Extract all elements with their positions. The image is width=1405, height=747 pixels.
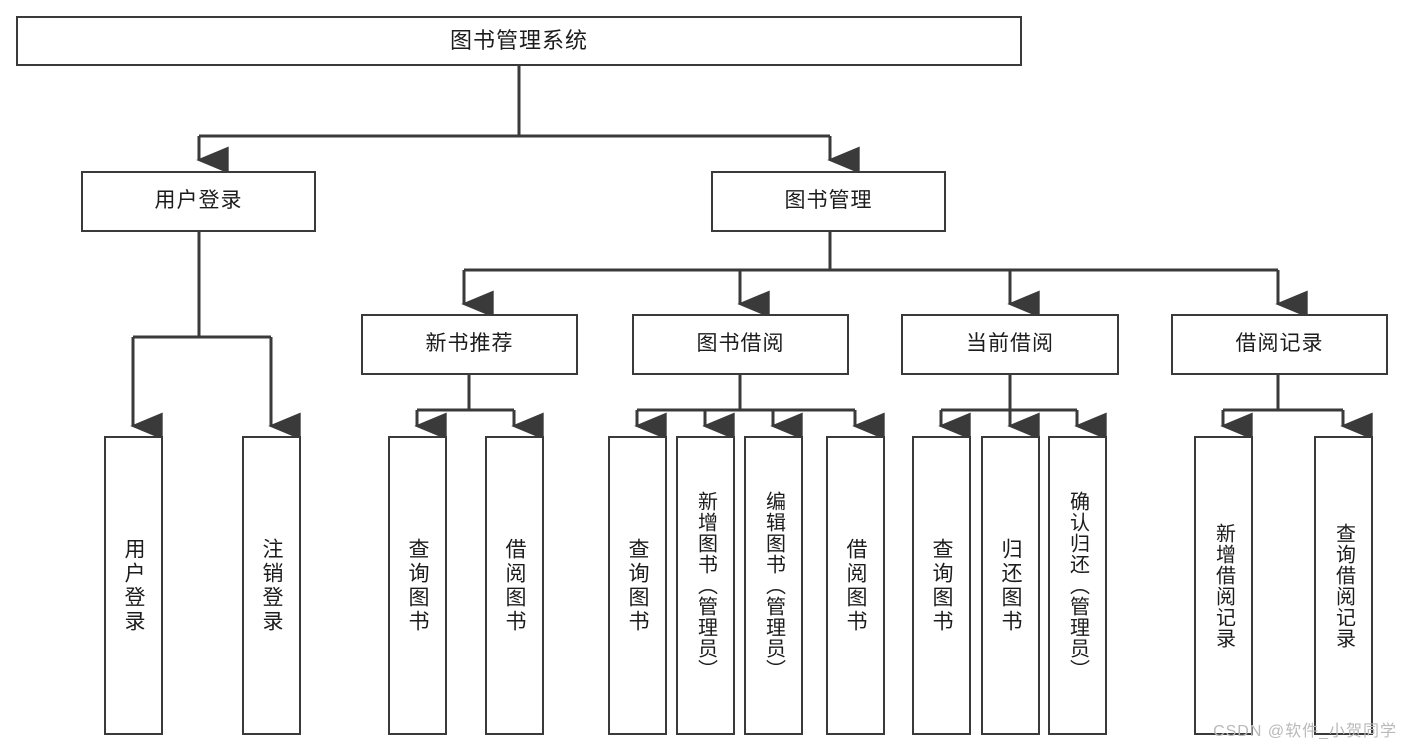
- node-book-management[interactable]: 图书管理: [711, 171, 946, 232]
- leaf-recommend-borrow-book[interactable]: 借阅图书: [485, 436, 544, 735]
- leaf-borrow-query-book[interactable]: 查询图书: [608, 436, 667, 735]
- node-user-login[interactable]: 用户登录: [81, 171, 316, 232]
- leaf-current-confirm-return-admin[interactable]: 确认归还（管理员）: [1048, 436, 1107, 735]
- node-label: 借阅记录: [1235, 332, 1324, 356]
- node-label: 查询图书: [930, 537, 953, 634]
- leaf-user-login-logout[interactable]: 注销登录: [242, 436, 301, 735]
- node-label: 编辑图书（管理员）: [762, 491, 785, 680]
- node-label: 查询借阅记录: [1332, 522, 1355, 649]
- node-label: 新增图书（管理员）: [694, 491, 717, 680]
- node-label: 查询图书: [406, 537, 429, 634]
- leaf-record-add-borrow-record[interactable]: 新增借阅记录: [1194, 436, 1253, 735]
- node-current-borrow[interactable]: 当前借阅: [901, 314, 1119, 375]
- node-book-borrow[interactable]: 图书借阅: [632, 314, 849, 375]
- leaf-borrow-edit-book-admin[interactable]: 编辑图书（管理员）: [744, 436, 803, 735]
- node-label: 当前借阅: [966, 332, 1054, 356]
- node-label: 注销登录: [260, 537, 283, 634]
- node-label: 新增借阅记录: [1212, 522, 1235, 649]
- leaf-recommend-query-book[interactable]: 查询图书: [388, 436, 447, 735]
- node-label: 新书推荐: [425, 332, 514, 356]
- node-label: 查询图书: [626, 537, 649, 634]
- node-label: 用户登录: [154, 189, 243, 213]
- leaf-borrow-borrow-book[interactable]: 借阅图书: [826, 436, 885, 735]
- leaf-user-login-login[interactable]: 用户登录: [104, 436, 163, 735]
- node-label: 归还图书: [999, 537, 1022, 634]
- node-label: 确认归还（管理员）: [1066, 491, 1089, 680]
- node-root-book-management-system[interactable]: 图书管理系统: [16, 16, 1022, 66]
- leaf-record-query-borrow-record[interactable]: 查询借阅记录: [1314, 436, 1373, 735]
- leaf-current-return-book[interactable]: 归还图书: [981, 436, 1040, 735]
- node-borrow-record[interactable]: 借阅记录: [1171, 314, 1388, 375]
- leaf-borrow-add-book-admin[interactable]: 新增图书（管理员）: [676, 436, 735, 735]
- node-label: 借阅图书: [844, 537, 867, 634]
- node-label: 图书管理: [784, 189, 873, 213]
- node-new-book-recommend[interactable]: 新书推荐: [361, 314, 578, 375]
- node-label: 图书借阅: [696, 332, 785, 356]
- leaf-current-query-book[interactable]: 查询图书: [912, 436, 971, 735]
- node-label: 借阅图书: [503, 537, 526, 634]
- node-label: 用户登录: [122, 537, 145, 634]
- node-label: 图书管理系统: [449, 28, 588, 54]
- csdn-watermark: CSDN @软件_小贺同学: [1213, 723, 1397, 740]
